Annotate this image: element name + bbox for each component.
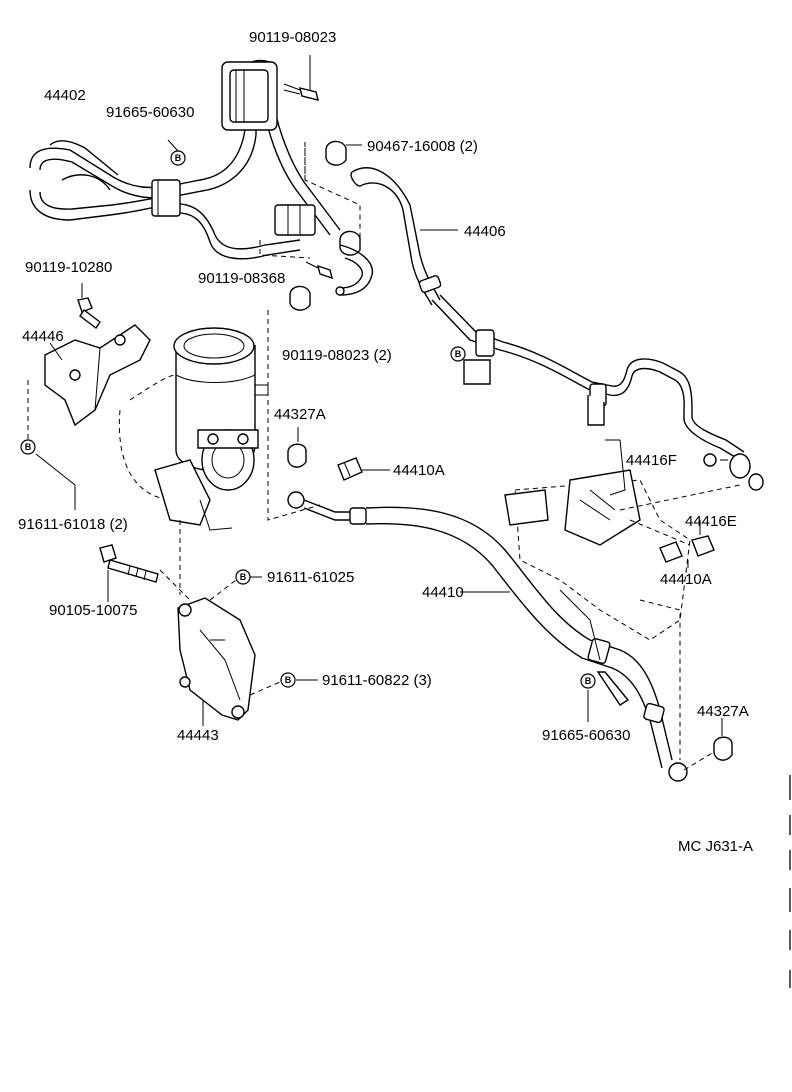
- fitting-44416E-icon: [691, 535, 715, 557]
- label-90119-08368: 90119-08368: [198, 270, 285, 287]
- marker-b-icon: B B B B B B: [20, 150, 596, 689]
- label-90467-16008: 90467-16008 (2): [367, 138, 478, 155]
- label-44410A-right: 44410A: [660, 571, 712, 588]
- label-44416E: 44416E: [685, 513, 737, 530]
- label-91665-60630-bottom: 91665-60630: [542, 727, 630, 744]
- clamp-90467-16008-icon: [289, 140, 361, 311]
- label-44416F: 44416F: [626, 452, 677, 469]
- label-44406: 44406: [464, 223, 506, 240]
- union-44410A-right-icon: [659, 541, 683, 563]
- fitting-44416F-icon: [703, 453, 764, 491]
- label-44402: 44402: [44, 87, 86, 104]
- label-44327A-right: 44327A: [697, 703, 749, 720]
- label-91611-60822: 91611-60822 (3): [322, 672, 432, 689]
- return-hose-44406: [335, 167, 442, 306]
- pressure-tube-assembly: [29, 59, 341, 260]
- label-44327A-left: 44327A: [274, 406, 326, 423]
- label-91665-60630-top: 91665-60630: [106, 104, 194, 121]
- label-91611-61018: 91611-61018 (2): [18, 516, 128, 533]
- marker-b-label: B: [285, 675, 292, 685]
- return-line-pipe: [431, 294, 745, 461]
- marker-b-label: B: [585, 676, 592, 686]
- marker-b-label: B: [25, 442, 32, 452]
- label-90119-08023-top: 90119-08023: [249, 29, 336, 46]
- pressure-hose-44410: [287, 491, 688, 782]
- label-44446: 44446: [22, 328, 64, 345]
- marker-b-label: B: [455, 349, 462, 359]
- marker-b-label: B: [240, 572, 247, 582]
- label-90105-10075: 90105-10075: [49, 602, 137, 619]
- marker-b-label: B: [175, 153, 182, 163]
- label-44410: 44410: [422, 584, 464, 601]
- label-90119-10280: 90119-10280: [25, 259, 112, 276]
- label-44410A-left: 44410A: [393, 462, 445, 479]
- clamp-44327A-right-icon: [713, 736, 733, 761]
- bracket-44443: [177, 597, 256, 721]
- label-44443: 44443: [177, 727, 219, 744]
- bracket-44446: [44, 324, 151, 427]
- label-91611-61025: 91611-61025: [267, 569, 354, 586]
- label-90119-08023-2: 90119-08023 (2): [282, 347, 392, 364]
- bolt-90119-08023-top-icon: [283, 83, 319, 101]
- bolt-90119-10280-icon: [77, 297, 101, 330]
- pump-reservoir: [118, 327, 269, 531]
- bolt-90105-10075-icon: [99, 544, 159, 583]
- clamp-44327A-left-icon: [287, 443, 307, 468]
- diagram-code: MC J631-A: [678, 838, 753, 855]
- bolt-90119-08368-icon: [305, 261, 333, 280]
- steering-gear-box: [504, 439, 691, 661]
- union-44410A-left-icon: [337, 457, 363, 481]
